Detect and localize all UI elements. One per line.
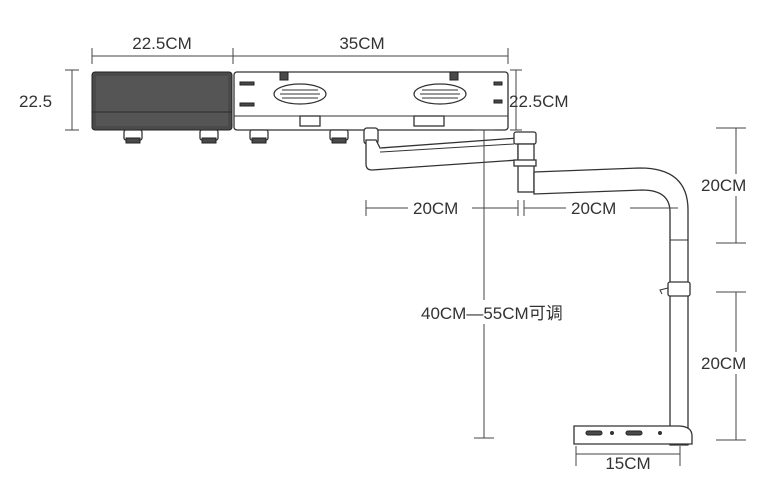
base-width-dimension bbox=[575, 446, 681, 466]
base-plate bbox=[573, 425, 693, 445]
tray-knobs bbox=[123, 129, 349, 144]
fan-vent-left bbox=[273, 83, 327, 105]
right-depth-dimension bbox=[510, 69, 522, 131]
right-depth-label: 22.5CM bbox=[509, 92, 569, 111]
arm-segment-2-and-pole bbox=[533, 167, 691, 446]
left-depth-dimension bbox=[65, 69, 79, 131]
keyboard-width-label: 22.5CM bbox=[132, 34, 192, 53]
laptop-tray bbox=[233, 71, 509, 131]
arm-joint bbox=[513, 131, 537, 193]
base-width-label: 15CM bbox=[605, 454, 650, 473]
height-adjust-label: 40CM—55CM可调 bbox=[421, 304, 563, 323]
pole-lower-label: 20CM bbox=[701, 354, 746, 373]
arm-segment-1 bbox=[365, 137, 519, 171]
left-depth-label: 22.5 bbox=[19, 92, 52, 111]
keyboard-tray bbox=[91, 71, 233, 131]
pole-upper-label: 20CM bbox=[701, 176, 746, 195]
fan-vent-right bbox=[413, 83, 467, 105]
arm-segment-2-label: 20CM bbox=[571, 199, 616, 218]
arm-segment-1-label: 20CM bbox=[413, 199, 458, 218]
height-adjust-dimension bbox=[474, 129, 494, 439]
laptop-width-label: 35CM bbox=[339, 34, 384, 53]
tray-width-dimensions bbox=[91, 48, 509, 64]
